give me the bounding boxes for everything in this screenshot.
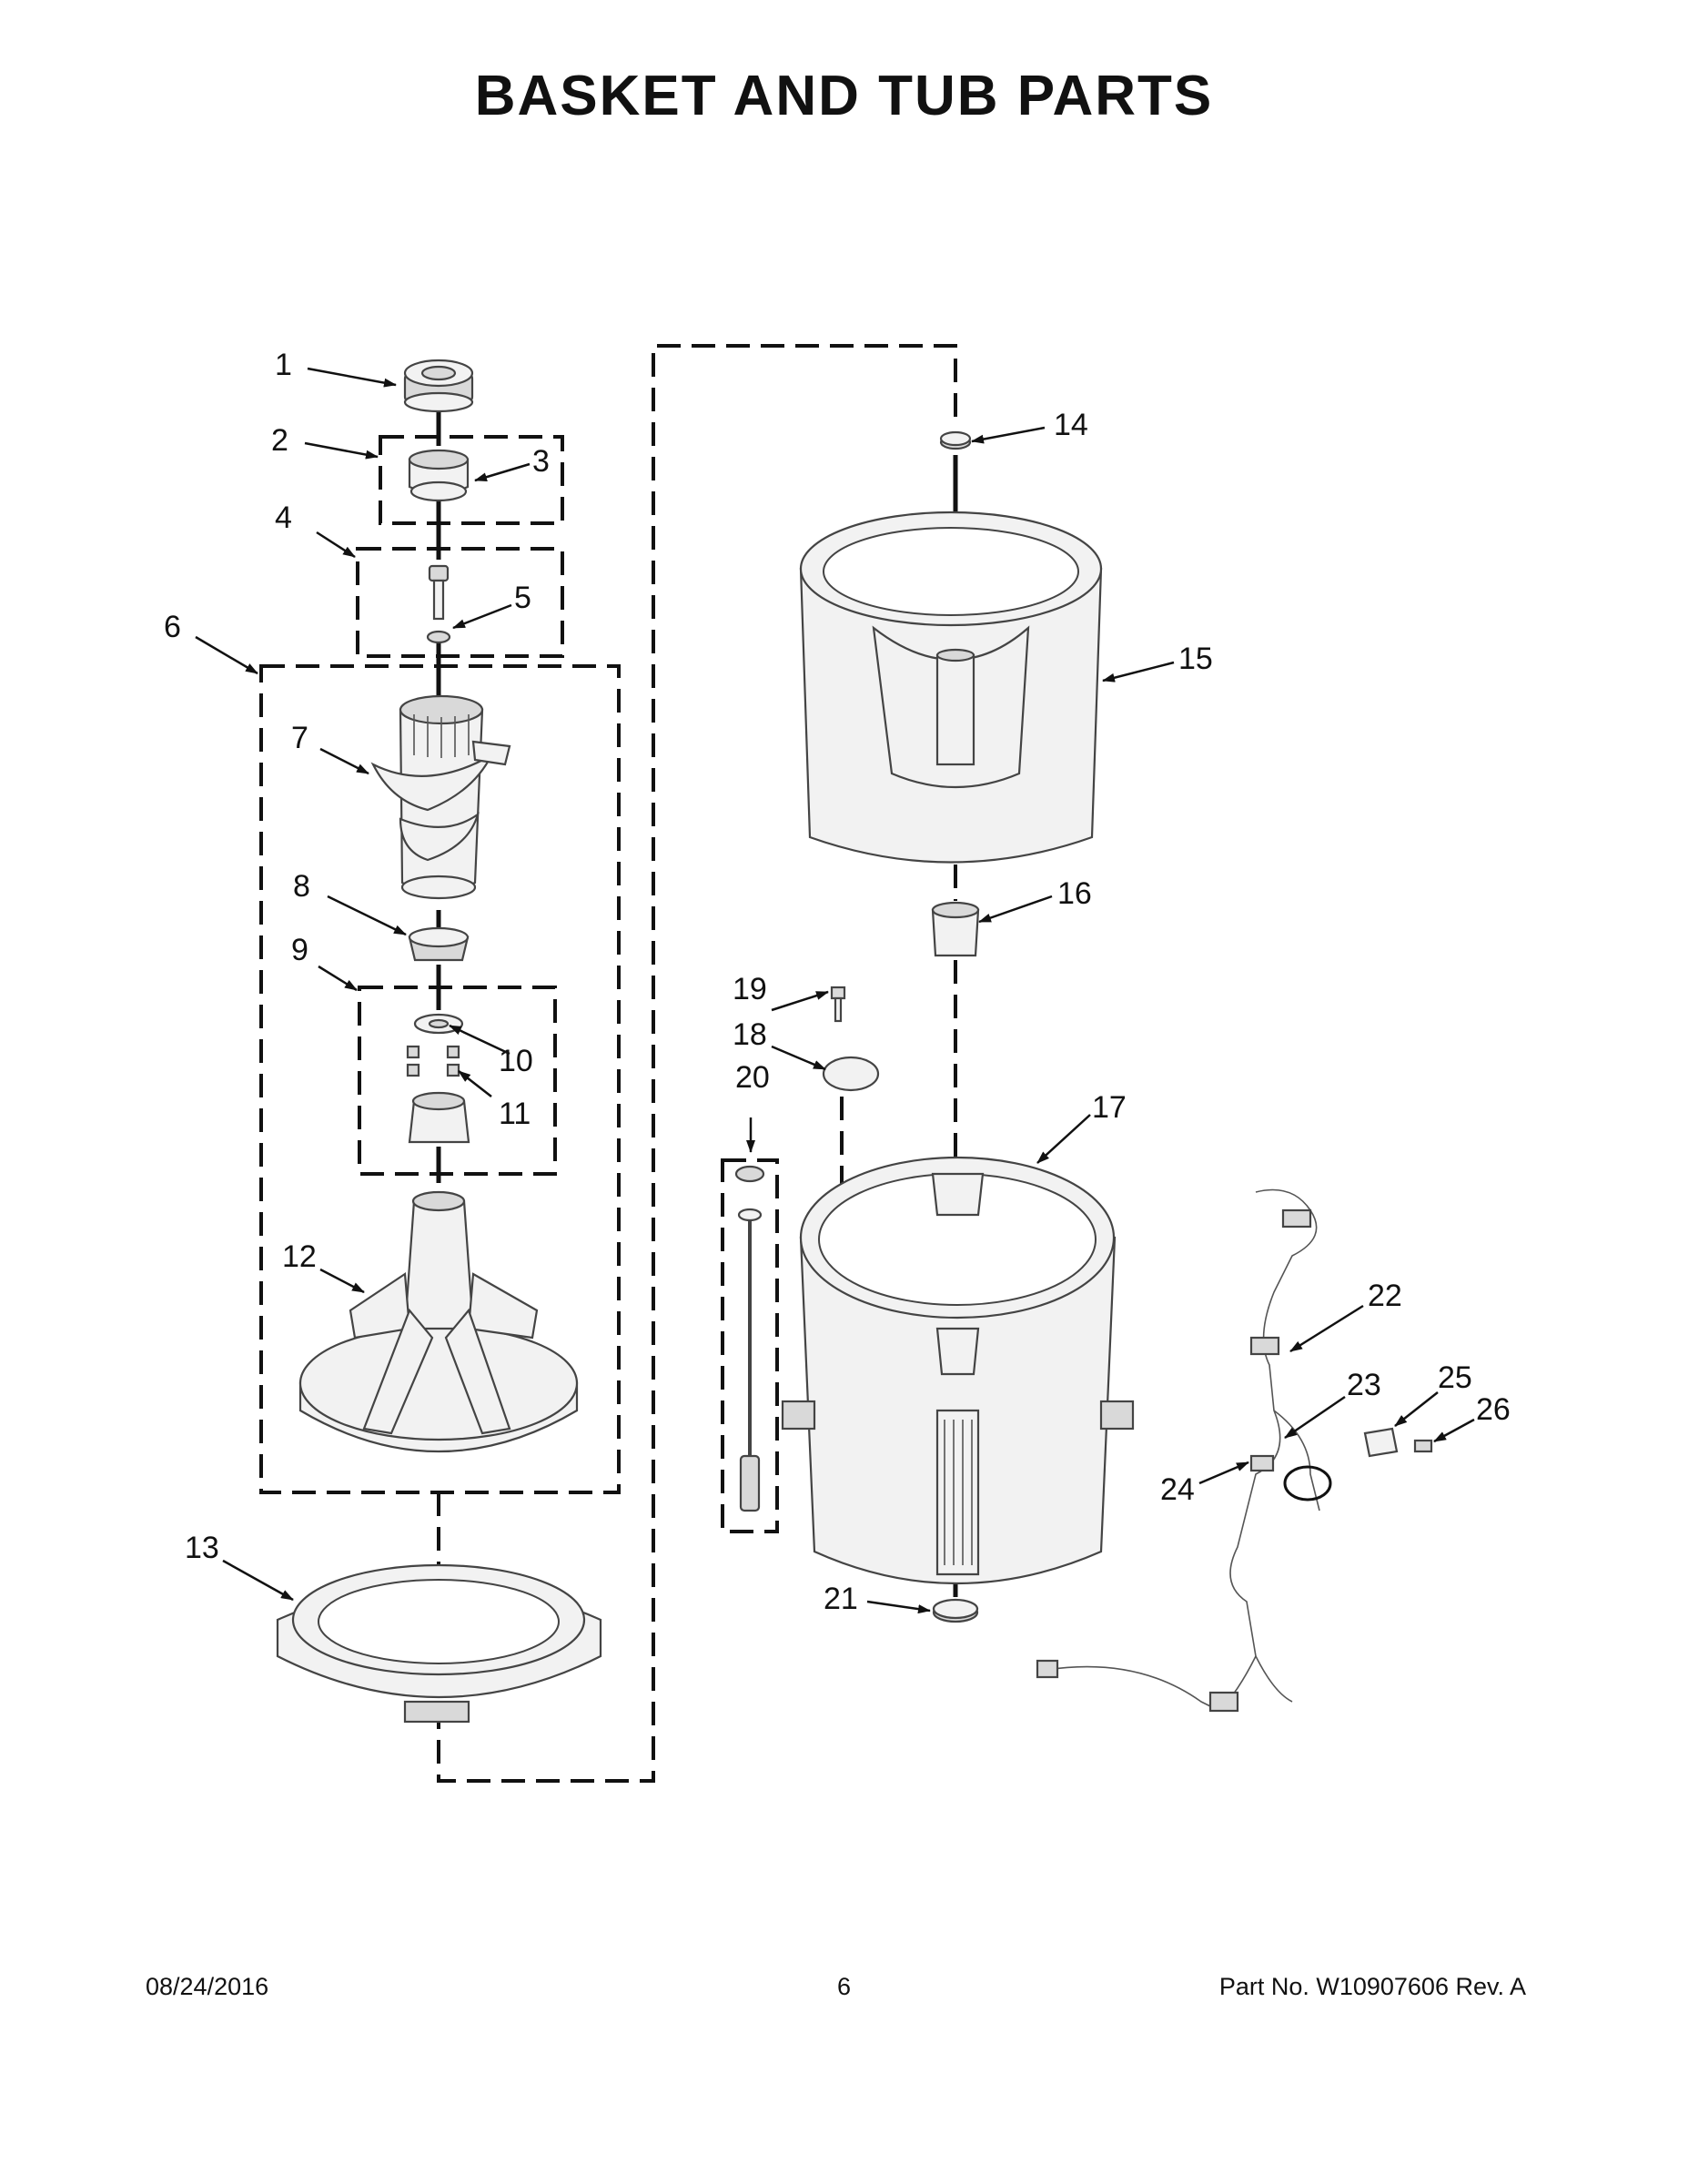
callout-13: 13 bbox=[185, 1531, 219, 1565]
part-4-5-bolt-washer bbox=[426, 564, 451, 644]
part-1-agitator-cap bbox=[403, 359, 474, 413]
callout-labels: 1 2 3 4 5 6 7 8 9 10 11 12 13 14 15 16 1… bbox=[164, 348, 1511, 1616]
group-box-9 bbox=[358, 986, 557, 1176]
part-13-balance-ring bbox=[276, 1563, 602, 1724]
group-box-20 bbox=[721, 1158, 779, 1533]
callout-3: 3 bbox=[532, 444, 550, 479]
callout-23: 23 bbox=[1347, 1368, 1381, 1402]
callout-19: 19 bbox=[733, 972, 767, 1006]
part-8-coupler bbox=[408, 926, 470, 962]
part-17-outer-tub bbox=[781, 1156, 1135, 1585]
callout-4: 4 bbox=[275, 500, 292, 535]
callout-12: 12 bbox=[282, 1239, 317, 1274]
callout-6: 6 bbox=[164, 610, 181, 644]
callout-14: 14 bbox=[1054, 408, 1088, 442]
group-box-2 bbox=[379, 435, 564, 525]
callout-22: 22 bbox=[1368, 1279, 1402, 1313]
part-7-agitator-auger bbox=[370, 694, 511, 900]
callout-1: 1 bbox=[275, 348, 292, 382]
part-18-19-bracket-screw bbox=[822, 986, 880, 1092]
part-21-seal bbox=[932, 1598, 979, 1623]
part-15-wash-basket bbox=[799, 511, 1103, 864]
callout-2: 2 bbox=[271, 423, 288, 458]
part-12-impeller bbox=[298, 1190, 579, 1452]
callout-21: 21 bbox=[824, 1582, 858, 1616]
callout-24: 24 bbox=[1160, 1472, 1195, 1507]
callout-5: 5 bbox=[514, 581, 531, 615]
connector-path bbox=[437, 344, 957, 1783]
callout-15: 15 bbox=[1178, 642, 1213, 676]
part-22-26-wire-harness bbox=[1036, 1188, 1433, 1713]
group-box-4 bbox=[356, 547, 564, 658]
part-9-11-dogs-assembly bbox=[406, 1013, 470, 1144]
callout-8: 8 bbox=[293, 869, 310, 904]
callout-17: 17 bbox=[1092, 1090, 1127, 1125]
footer-date: 08/24/2016 bbox=[146, 1973, 269, 2000]
part-16-drive-hub bbox=[931, 901, 980, 957]
part-20-suspension-rod bbox=[734, 1165, 765, 1512]
leader-lines bbox=[195, 367, 1475, 1614]
footer-page-number: 6 bbox=[836, 1973, 852, 2000]
callout-26: 26 bbox=[1476, 1392, 1511, 1427]
callout-25: 25 bbox=[1438, 1360, 1472, 1395]
part-14-nut bbox=[939, 430, 972, 450]
callout-18: 18 bbox=[733, 1017, 767, 1052]
callout-7: 7 bbox=[291, 721, 308, 755]
part-2-3-cam-assembly bbox=[408, 449, 470, 502]
callout-11: 11 bbox=[499, 1097, 531, 1131]
callout-9: 9 bbox=[291, 933, 308, 967]
footer-part-number: Part No. W10907606 Rev. A bbox=[1218, 1973, 1526, 2000]
callout-10: 10 bbox=[499, 1044, 533, 1078]
callout-16: 16 bbox=[1057, 876, 1092, 911]
callout-20: 20 bbox=[735, 1060, 770, 1095]
page-title: BASKET AND TUB PARTS bbox=[474, 65, 1214, 127]
